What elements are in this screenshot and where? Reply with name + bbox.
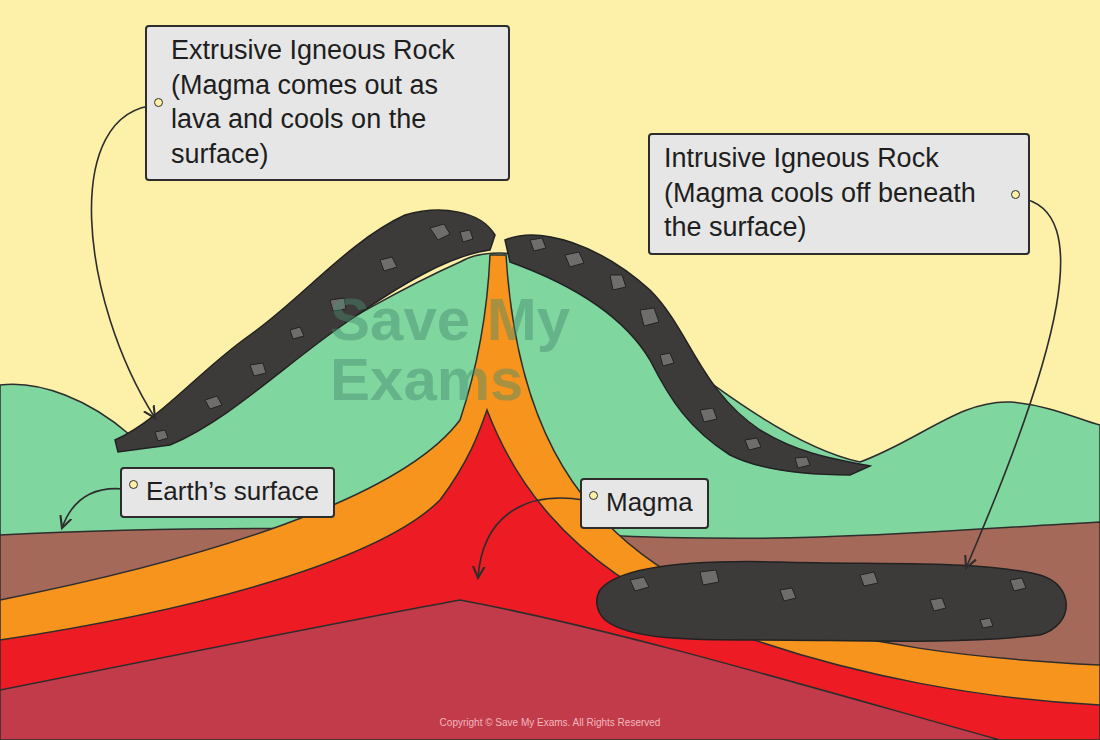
magma-label-box: Magma xyxy=(580,478,709,529)
watermark: Save My Exams xyxy=(330,290,630,410)
surface-label-box: Earth’s surface xyxy=(120,467,335,518)
tag-hole xyxy=(129,480,138,489)
callout-note: (Magma cools off beneath the surface) xyxy=(664,176,1000,245)
callout-note: (Magma comes out as lava and cools on th… xyxy=(171,68,494,172)
callout-text: Earth’s surface xyxy=(146,475,319,508)
intrusive-callout: Intrusive Igneous Rock(Magma cools off b… xyxy=(648,133,1030,255)
tag-hole xyxy=(1011,190,1020,199)
tag-hole xyxy=(154,98,163,107)
callout-text: Magma xyxy=(606,486,693,519)
callout-text: Extrusive Igneous Rock xyxy=(171,33,494,68)
copyright-notice: Copyright © Save My Exams. All Rights Re… xyxy=(0,717,1100,729)
tag-hole xyxy=(589,491,598,500)
callout-text: Intrusive Igneous Rock xyxy=(664,141,1000,176)
extrusive-callout: Extrusive Igneous Rock(Magma comes out a… xyxy=(145,25,510,181)
